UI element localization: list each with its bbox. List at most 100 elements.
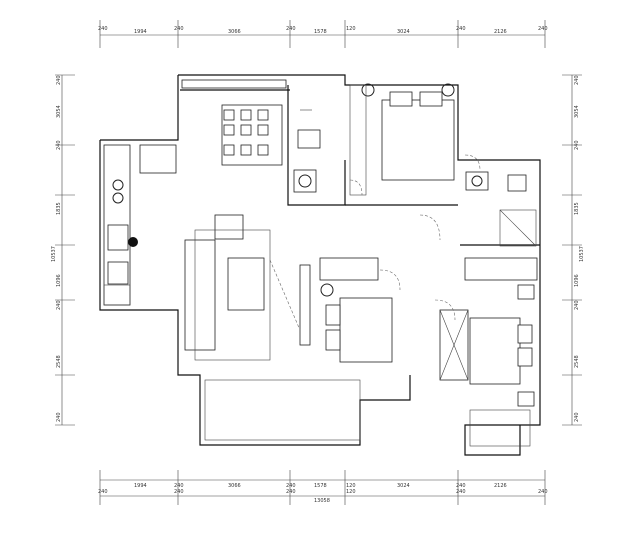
nightstand: [517, 391, 535, 407]
pillow: [517, 347, 533, 367]
bottom-outer-4: 120: [346, 489, 356, 495]
top-dim-9: 240: [456, 26, 466, 32]
master-bedroom: [349, 83, 455, 196]
washer-icon: [107, 261, 129, 285]
top-dim-1: 240: [98, 26, 108, 32]
tv-cabinet: [299, 264, 311, 346]
rug: [194, 229, 271, 361]
chair: [240, 144, 252, 156]
bed-2: [339, 297, 393, 363]
left-dim-2: 3054: [56, 105, 62, 118]
bedroom-2: [319, 257, 401, 363]
top-dimension-chain: 240 1994 240 3066 240 1578 120 3024 240 …: [98, 20, 548, 48]
basin-icon-2: [465, 171, 489, 191]
pillow: [517, 324, 533, 344]
pillow: [419, 91, 443, 107]
left-dim-7: 2548: [56, 355, 62, 368]
bottom-dim-9: 2126: [494, 483, 507, 489]
left-dimension-chain: 240 3054 240 1835 1096 240 2548 240 1053…: [51, 74, 75, 426]
balcony: [204, 379, 361, 441]
bathroom-2: [465, 171, 537, 247]
wardrobe: [349, 84, 367, 196]
bottom-dim-3: 3066: [228, 483, 241, 489]
right-dim-7: 2548: [574, 355, 580, 368]
bed-3: [469, 317, 521, 385]
pillow: [325, 304, 341, 326]
left-total: 10537: [51, 246, 57, 262]
top-dim-7: 120: [346, 26, 356, 32]
right-total: 10537: [579, 246, 585, 262]
top-dim-10: 2126: [494, 29, 507, 35]
bottom-outer-6: 240: [538, 489, 548, 495]
sideboard: [181, 79, 287, 89]
top-dim-6: 1578: [314, 29, 327, 35]
right-dim-5: 1096: [574, 274, 580, 287]
left-dim-1: 240: [56, 75, 62, 85]
kitchen-cabinet: [139, 144, 177, 174]
bottom-dim-7: 3024: [397, 483, 410, 489]
left-dim-8: 240: [56, 412, 62, 422]
chair: [240, 109, 252, 121]
toilet-icon: [297, 129, 321, 149]
top-dim-11: 240: [538, 26, 548, 32]
chair: [257, 124, 269, 136]
sofa: [184, 239, 216, 351]
armchair: [214, 214, 244, 240]
wardrobe-3: [464, 257, 538, 281]
bedroom-3: [439, 257, 538, 447]
left-dim-4: 1835: [56, 202, 62, 215]
bed: [381, 99, 455, 181]
bathroom-1: [293, 109, 321, 193]
bottom-dim-2: 240: [174, 483, 184, 489]
top-dim-3: 240: [174, 26, 184, 32]
bottom-dim-5: 1578: [314, 483, 327, 489]
left-dim-5: 1096: [56, 274, 62, 287]
plant-icon: [128, 237, 138, 247]
left-dim-6: 240: [56, 300, 62, 310]
right-dim-3: 240: [574, 140, 580, 150]
left-dim-3: 240: [56, 140, 62, 150]
kitchen: [103, 144, 177, 306]
bottom-dim-8: 240: [456, 483, 466, 489]
living-room: [184, 214, 361, 441]
wardrobe-2: [319, 257, 379, 281]
bottom-total: 13058: [314, 498, 330, 504]
right-dim-1: 240: [574, 75, 580, 85]
right-dim-4: 1835: [574, 202, 580, 215]
toilet-icon-2: [507, 174, 527, 192]
door-swings: [419, 154, 481, 321]
dining-area: [181, 79, 287, 166]
chair: [223, 109, 235, 121]
nightstand-lamp-icon-2: [441, 83, 455, 97]
bottom-outer-5: 240: [456, 489, 466, 495]
bottom-dim-1: 1994: [134, 483, 147, 489]
nightstand-lamp-icon: [361, 83, 375, 97]
coffee-table: [227, 257, 265, 311]
top-dim-4: 3066: [228, 29, 241, 35]
shower-area: [499, 209, 537, 247]
bottom-outer-3: 240: [286, 489, 296, 495]
chair: [257, 109, 269, 121]
right-dimension-chain: 240 3054 240 1835 1096 240 2548 240 1053…: [562, 74, 585, 426]
top-dim-5: 240: [286, 26, 296, 32]
nightstand: [517, 284, 535, 300]
bottom-outer-2: 240: [174, 489, 184, 495]
chair: [240, 124, 252, 136]
stove-icon: [112, 179, 124, 191]
balcony-2: [469, 409, 531, 447]
right-dim-8: 240: [574, 412, 580, 422]
chair: [257, 144, 269, 156]
right-dim-6: 240: [574, 300, 580, 310]
right-dim-2: 3054: [574, 105, 580, 118]
nightstand-lamp-icon-3: [320, 283, 334, 297]
stove-icon-2: [112, 192, 124, 204]
top-dim-8: 3024: [397, 29, 410, 35]
bottom-dimension-chain: 1994 240 3066 240 1578 120 3024 240 2126…: [98, 470, 548, 505]
sink-icon: [107, 224, 129, 251]
top-dim-2: 1994: [134, 29, 147, 35]
bottom-dim-6: 120: [346, 483, 356, 489]
bottom-dim-4: 240: [286, 483, 296, 489]
pillow: [389, 91, 413, 107]
bottom-outer-1: 240: [98, 489, 108, 495]
